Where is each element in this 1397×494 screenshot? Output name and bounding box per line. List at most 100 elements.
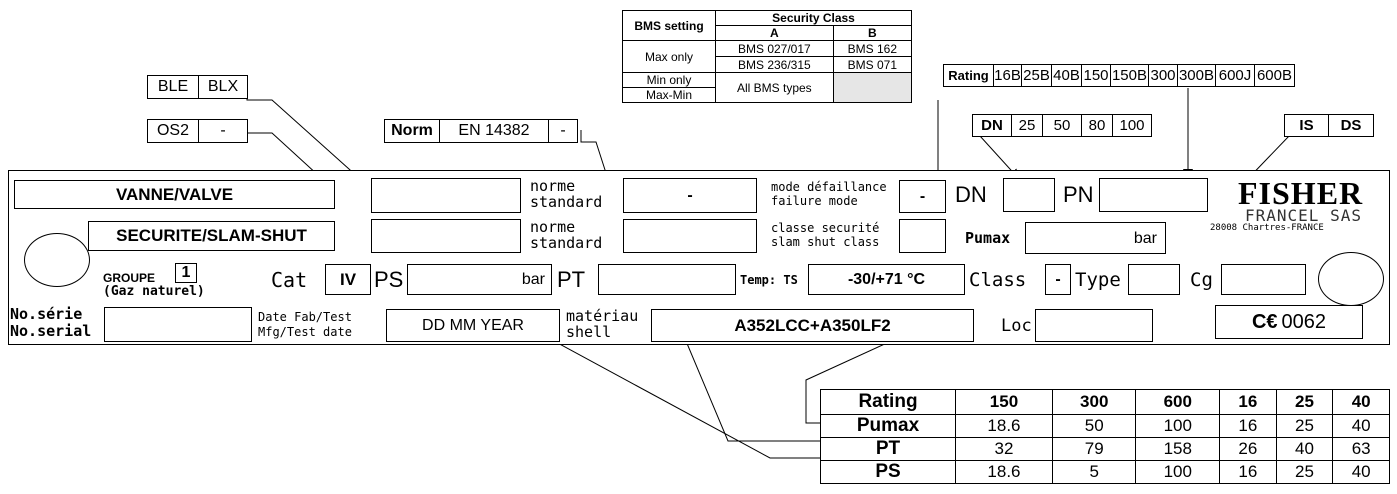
ps-field: bar bbox=[407, 264, 552, 295]
pn-label: PN bbox=[1063, 182, 1094, 207]
cat-value: IV bbox=[325, 264, 371, 295]
dn-cell: 50 bbox=[1042, 114, 1082, 137]
ble-cell: BLE bbox=[147, 75, 199, 99]
is-cell: IS bbox=[1284, 114, 1329, 137]
pressure-cell: 79 bbox=[1051, 437, 1137, 461]
pressure-cell: 26 bbox=[1219, 437, 1277, 461]
groupe-label: GROUPE bbox=[103, 271, 156, 285]
dn-field bbox=[1003, 178, 1055, 212]
rating-cell: 40B bbox=[1051, 64, 1082, 87]
dn-cell: 25 bbox=[1011, 114, 1043, 137]
norm-value: EN 14382 bbox=[439, 119, 549, 143]
cg-label: Cg bbox=[1190, 269, 1213, 291]
classe-securite-label: classe securité slam shut class bbox=[771, 221, 880, 249]
pressure-cell: 18.6 bbox=[955, 460, 1053, 484]
rating-cell: 600B bbox=[1254, 64, 1295, 87]
pressure-cell: 100 bbox=[1135, 460, 1221, 484]
pressure-cell: 40 bbox=[1332, 460, 1390, 484]
pressure-row-ps: PS 18.6 5 100 16 25 40 bbox=[820, 460, 1390, 484]
class-value: - bbox=[1045, 264, 1071, 295]
serial-field bbox=[104, 307, 252, 342]
bms-cell: BMS 236/315 bbox=[715, 56, 834, 73]
pumax-field: bar bbox=[1025, 222, 1166, 254]
groupe-value: 1 bbox=[175, 263, 197, 283]
bms-row-max-min: Max-Min bbox=[622, 87, 716, 103]
os2-dash-cell: - bbox=[198, 119, 248, 143]
mode-value-text: - bbox=[919, 187, 926, 205]
materiau-label: matériau shell bbox=[566, 307, 639, 341]
serial-label: No.série No.serial bbox=[10, 305, 92, 340]
date-field: DD MM YEAR bbox=[386, 309, 560, 342]
temp-value: -30/+71 °C bbox=[808, 264, 965, 295]
rating-strip-label: Rating bbox=[943, 64, 994, 87]
leader-ps bbox=[481, 301, 820, 459]
gaz-label: (Gaz naturel) bbox=[103, 284, 205, 299]
vanne-box: VANNE/VALVE bbox=[14, 180, 335, 209]
temp-value-text: -30/+71 °C bbox=[847, 270, 926, 288]
ps-label: PS bbox=[374, 267, 404, 292]
os2-strip: OS2 - bbox=[147, 119, 248, 143]
bms-cell: BMS 162 bbox=[832, 40, 913, 57]
pressure-header: 600 bbox=[1135, 389, 1221, 415]
rating-cell: 600J bbox=[1215, 64, 1255, 87]
is-ds-strip: IS DS bbox=[1284, 114, 1374, 137]
pn-field bbox=[1099, 178, 1208, 212]
pressure-header: 25 bbox=[1275, 389, 1334, 415]
bms-cell: BMS 027/017 bbox=[715, 40, 834, 57]
securite-box: SECURITE/SLAM-SHUT bbox=[88, 221, 335, 251]
temp-label: Temp: TS bbox=[740, 273, 798, 287]
blx-cell: BLX bbox=[198, 75, 248, 99]
loc-label: Loc bbox=[1001, 316, 1032, 336]
materiau-field: A352LCC+A350LF2 bbox=[651, 309, 974, 342]
type-label: Type bbox=[1075, 269, 1121, 291]
norm-strip: Norm EN 14382 - bbox=[384, 119, 578, 143]
ble-blx-strip: BLE BLX bbox=[147, 75, 248, 99]
rating-cell: 300B bbox=[1177, 64, 1216, 87]
pressure-cell: 100 bbox=[1135, 414, 1221, 438]
pressure-cell: 63 bbox=[1332, 437, 1390, 461]
pressure-cell: 158 bbox=[1135, 437, 1221, 461]
pressure-row-label: PS bbox=[820, 460, 956, 484]
pumax-label: Pumax bbox=[965, 229, 1011, 247]
left-seal-circle bbox=[24, 233, 90, 287]
classe-field bbox=[623, 219, 757, 253]
pressure-header: 16 bbox=[1219, 389, 1277, 415]
cat-label: Cat bbox=[271, 268, 308, 292]
bms-header-security: Security Class bbox=[715, 10, 912, 26]
vanne-label: VANNE/VALVE bbox=[115, 184, 234, 204]
pressure-row-label: PT bbox=[820, 437, 956, 461]
rating-cell: 300 bbox=[1148, 64, 1178, 87]
pressure-cell: 5 bbox=[1051, 460, 1137, 484]
rating-strip: Rating 16B 25B 40B 150 150B 300 300B 600… bbox=[943, 64, 1295, 87]
mode-defaillance-label: mode défaillance failure mode bbox=[771, 180, 887, 208]
pressure-cell: 25 bbox=[1275, 414, 1334, 438]
loc-field bbox=[1035, 309, 1153, 342]
bms-header-setting: BMS setting bbox=[622, 10, 716, 41]
date-label: Date Fab/Test Mfg/Test date bbox=[258, 310, 352, 339]
rating-cell: 150 bbox=[1081, 64, 1111, 87]
bms-cell-all-types: All BMS types bbox=[715, 72, 834, 103]
pressure-header: 40 bbox=[1332, 389, 1390, 415]
leader-pt bbox=[669, 302, 820, 442]
pressure-row-label: Pumax bbox=[820, 414, 956, 438]
pumax-unit: bar bbox=[1133, 230, 1157, 247]
pressure-cell: 18.6 bbox=[955, 414, 1053, 438]
dn-label: DN bbox=[955, 182, 987, 207]
pressure-table: Rating 150 300 600 16 25 40 Pumax 18.6 5… bbox=[820, 389, 1390, 484]
type-field bbox=[1128, 264, 1180, 295]
pressure-header: 300 bbox=[1051, 389, 1137, 415]
norme-field-1 bbox=[371, 178, 521, 213]
company-name: FRANCEL SAS bbox=[1245, 206, 1362, 225]
pressure-row-pt: PT 32 79 158 26 40 63 bbox=[820, 437, 1390, 461]
classe-value-field bbox=[899, 219, 946, 253]
bms-col-b: B bbox=[832, 25, 913, 41]
pt-field bbox=[598, 264, 736, 295]
norme-label-2: norme standard bbox=[530, 218, 603, 252]
pt-label: PT bbox=[557, 267, 586, 292]
company-address: 28008 Chartres-FRANCE bbox=[1210, 223, 1324, 233]
rating-cell: 25B bbox=[1021, 64, 1052, 87]
ce-number: 0062 bbox=[1281, 310, 1327, 333]
bms-row-max-only: Max only bbox=[622, 40, 716, 73]
